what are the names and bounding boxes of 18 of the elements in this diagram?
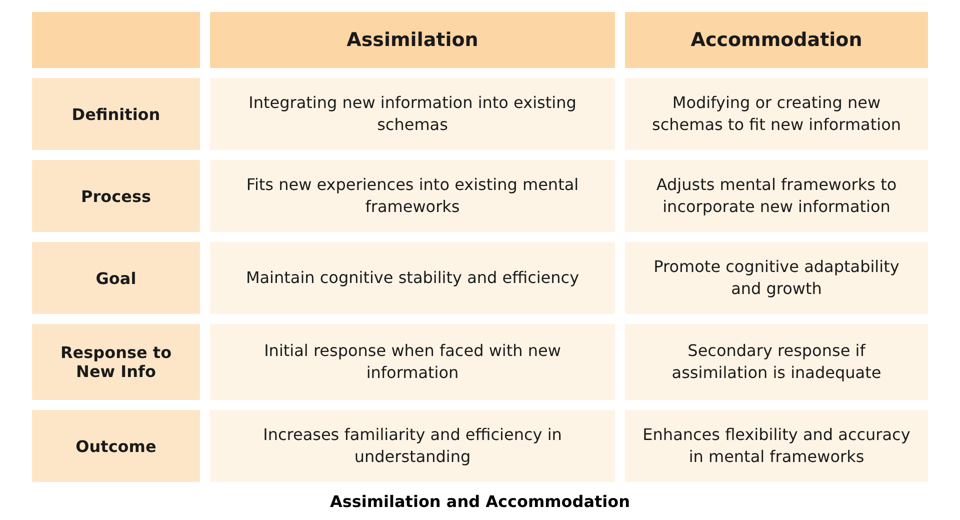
table-cell: Fits new experiences into existing mental frameworks — [210, 160, 615, 232]
table-cell: Adjusts mental frameworks to incorporate new information — [625, 160, 928, 232]
table-caption: Assimilation and Accommodation — [328, 492, 632, 511]
table-cell: Integrating new information into existing schemas — [210, 78, 615, 150]
table-cell: Secondary response if assimilation is inadequate — [625, 324, 928, 400]
row-header: Goal — [32, 242, 200, 314]
table-cell: Enhances flexibility and accuracy in mental frameworks — [625, 410, 928, 482]
row-header: Outcome — [32, 410, 200, 482]
table-cell: Increases familiarity and efficiency in understanding — [210, 410, 615, 482]
column-header: Accommodation — [625, 12, 928, 68]
row-header: Definition — [32, 78, 200, 150]
row-header: Process — [32, 160, 200, 232]
table-cell: Maintain cognitive stability and efficiency — [210, 242, 615, 314]
table-cell: Initial response when faced with new information — [210, 324, 615, 400]
column-header: Assimilation — [210, 12, 615, 68]
table-cell: Modifying or creating new schemas to fit new information — [625, 78, 928, 150]
table-cell: Promote cognitive adaptability and growth — [625, 242, 928, 314]
row-header: Response to New Info — [32, 324, 200, 400]
